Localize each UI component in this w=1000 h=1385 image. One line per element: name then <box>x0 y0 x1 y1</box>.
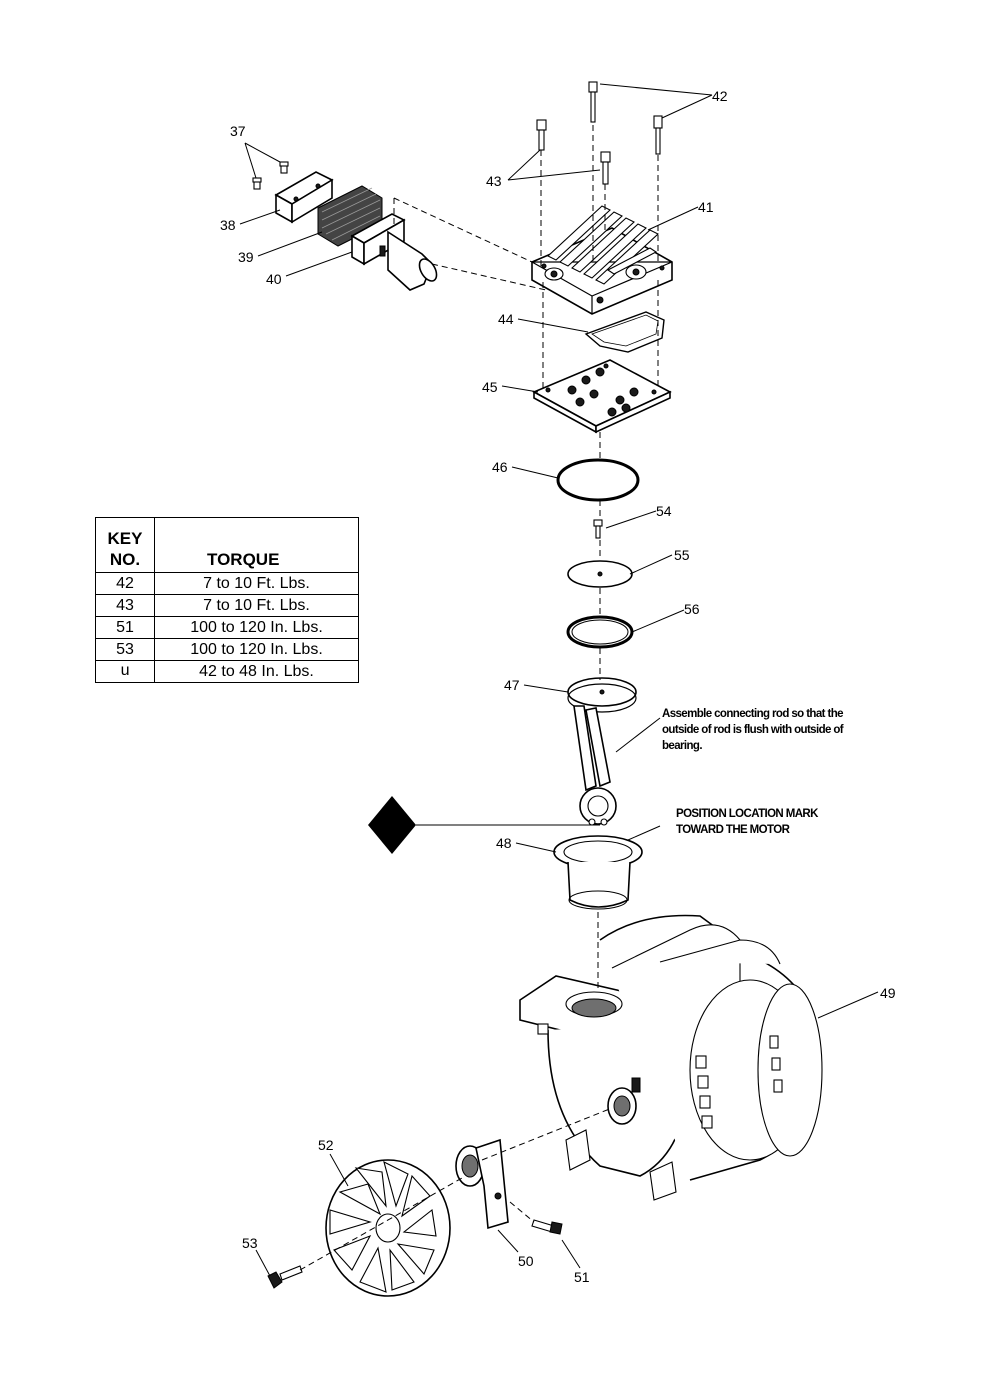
location-mark-note: POSITION LOCATION MARK TOWARD THE MOTOR <box>676 806 856 838</box>
table-row: 42 7 to 10 Ft. Lbs. <box>95 572 359 595</box>
callout-37: 37 <box>230 123 246 139</box>
callout-53: 53 <box>242 1235 258 1251</box>
callout-55: 55 <box>674 547 690 563</box>
filter-cover-38 <box>274 171 334 224</box>
piston-seal-56 <box>566 615 634 649</box>
callout-40: 40 <box>266 271 282 287</box>
cylinder-head-41 <box>529 205 673 315</box>
torque-cell: 100 to 120 In. Lbs. <box>154 616 359 639</box>
callout-39: 39 <box>238 249 254 265</box>
leader-lines <box>239 83 879 1277</box>
callout-44: 44 <box>498 311 514 327</box>
callout-46: 46 <box>492 459 508 475</box>
torque-cell: 100 to 120 In. Lbs. <box>154 638 359 661</box>
eccentric-50 <box>455 1138 509 1230</box>
connecting-rod-note: Assemble connecting rod so that the outs… <box>662 708 844 752</box>
bearing-48 <box>553 835 643 910</box>
callout-52: 52 <box>318 1137 334 1153</box>
location-mark-diamond <box>368 796 416 854</box>
connecting-rod-47 <box>567 677 637 826</box>
key-cell: 53 <box>95 638 155 661</box>
callout-47: 47 <box>504 677 520 693</box>
table-row: 53 100 to 120 In. Lbs. <box>95 638 359 661</box>
table-row: 43 7 to 10 Ft. Lbs. <box>95 594 359 617</box>
torque-table-header: KEY NO. TORQUE <box>95 517 359 573</box>
assembly-lines <box>299 125 659 1271</box>
o-ring-46 <box>556 458 640 502</box>
retainer-plate-55 <box>567 560 633 588</box>
head-gasket-44 <box>584 311 665 353</box>
callout-48: 48 <box>496 835 512 851</box>
callout-51: 51 <box>574 1269 590 1285</box>
callout-54: 54 <box>656 503 672 519</box>
head-bolts-43 <box>536 119 611 185</box>
key-cell: 43 <box>95 594 155 617</box>
key-cell: 42 <box>95 572 155 595</box>
bolt-53 <box>267 1265 303 1289</box>
torque-cell: 42 to 48 In. Lbs. <box>154 660 359 683</box>
valve-plate-45 <box>532 359 672 434</box>
callout-38: 38 <box>220 217 236 233</box>
callout-49: 49 <box>880 985 896 1001</box>
screw-54 <box>593 519 603 539</box>
vent-slots <box>695 1035 783 1129</box>
motor-crankcase-49 <box>519 914 823 1201</box>
callout-43: 43 <box>486 173 502 189</box>
bolt-51 <box>531 1219 563 1235</box>
location-mark-note-line2: TOWARD THE MOTOR <box>676 824 790 836</box>
callout-56: 56 <box>684 601 700 617</box>
location-mark-note-line1: POSITION LOCATION MARK <box>676 808 818 820</box>
torque-cell: 7 to 10 Ft. Lbs. <box>154 594 359 617</box>
key-no-header: KEY NO. <box>95 517 155 573</box>
torque-cell: 7 to 10 Ft. Lbs. <box>154 572 359 595</box>
key-header-line2: NO. <box>109 550 141 569</box>
fan-52 <box>325 1159 451 1297</box>
callout-41: 41 <box>698 199 714 215</box>
intake-screws-37 <box>252 161 289 190</box>
table-row: 51 100 to 120 In. Lbs. <box>95 616 359 639</box>
torque-table: KEY NO. TORQUE 42 7 to 10 Ft. Lbs. 43 7 … <box>95 517 359 683</box>
callout-45: 45 <box>482 379 498 395</box>
callout-labels: 37 38 39 40 41 42 43 44 45 46 47 48 49 5… <box>220 88 896 1285</box>
torque-header: TORQUE <box>154 517 359 573</box>
key-header-line1: KEY <box>107 529 143 548</box>
callout-50: 50 <box>518 1253 534 1269</box>
callout-42: 42 <box>712 88 728 104</box>
table-row: u 42 to 48 In. Lbs. <box>95 660 359 683</box>
key-cell: u <box>95 660 155 683</box>
head-bolts-42 <box>588 81 663 155</box>
key-cell: 51 <box>95 616 155 639</box>
